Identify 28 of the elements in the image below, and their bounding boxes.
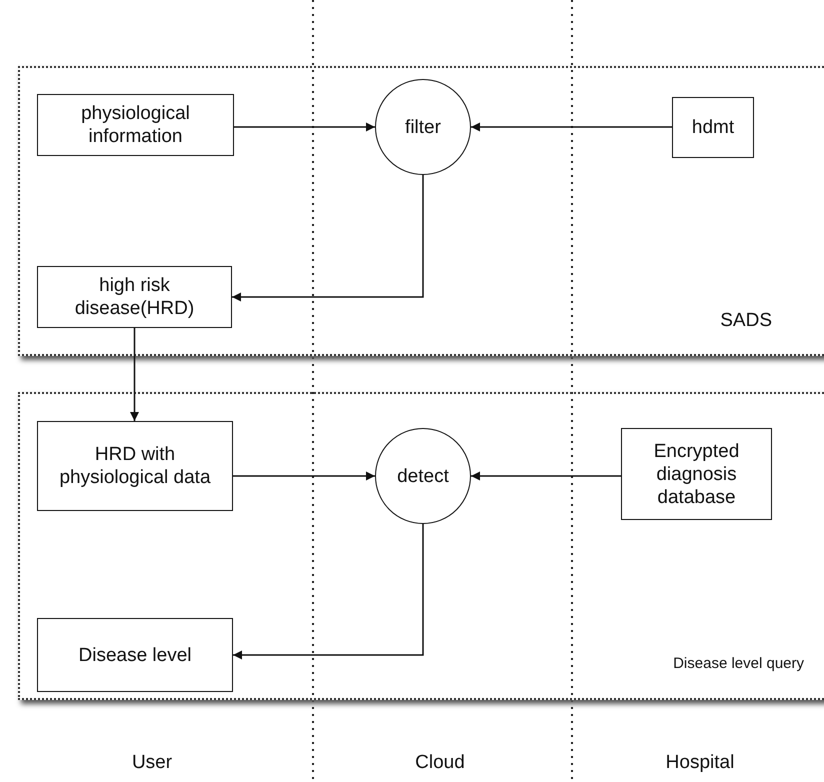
group-title: Disease level query — [673, 655, 804, 672]
entity-box — [672, 97, 754, 158]
group-title: SADS — [720, 310, 772, 332]
entity-box — [621, 428, 772, 520]
node-label: HRD with physiological data — [58, 443, 212, 489]
entity-box — [37, 94, 234, 156]
node-label: high risk disease(HRD) — [74, 274, 196, 320]
node-label: Disease level — [78, 644, 192, 666]
arrow — [233, 524, 424, 660]
lane-label: User — [132, 752, 172, 774]
dotted-group-frame — [18, 66, 824, 356]
arrow — [233, 472, 375, 480]
node-label: physiological information — [80, 102, 191, 148]
lane-label: Cloud — [415, 752, 465, 774]
lane-label: Hospital — [666, 752, 734, 774]
arrow — [471, 472, 621, 480]
arrow — [130, 328, 139, 421]
node-label: Encrypted diagnosis database — [652, 440, 740, 508]
dotted-group-frame — [18, 392, 824, 700]
arrow — [234, 122, 375, 132]
entity-box — [37, 421, 233, 511]
entity-box — [37, 618, 233, 692]
node-label: hdmt — [690, 116, 736, 139]
node-label: filter — [404, 116, 442, 138]
arrow — [471, 122, 672, 132]
node-label: detect — [396, 464, 450, 488]
entity-box — [37, 266, 232, 328]
arrow — [232, 175, 424, 302]
